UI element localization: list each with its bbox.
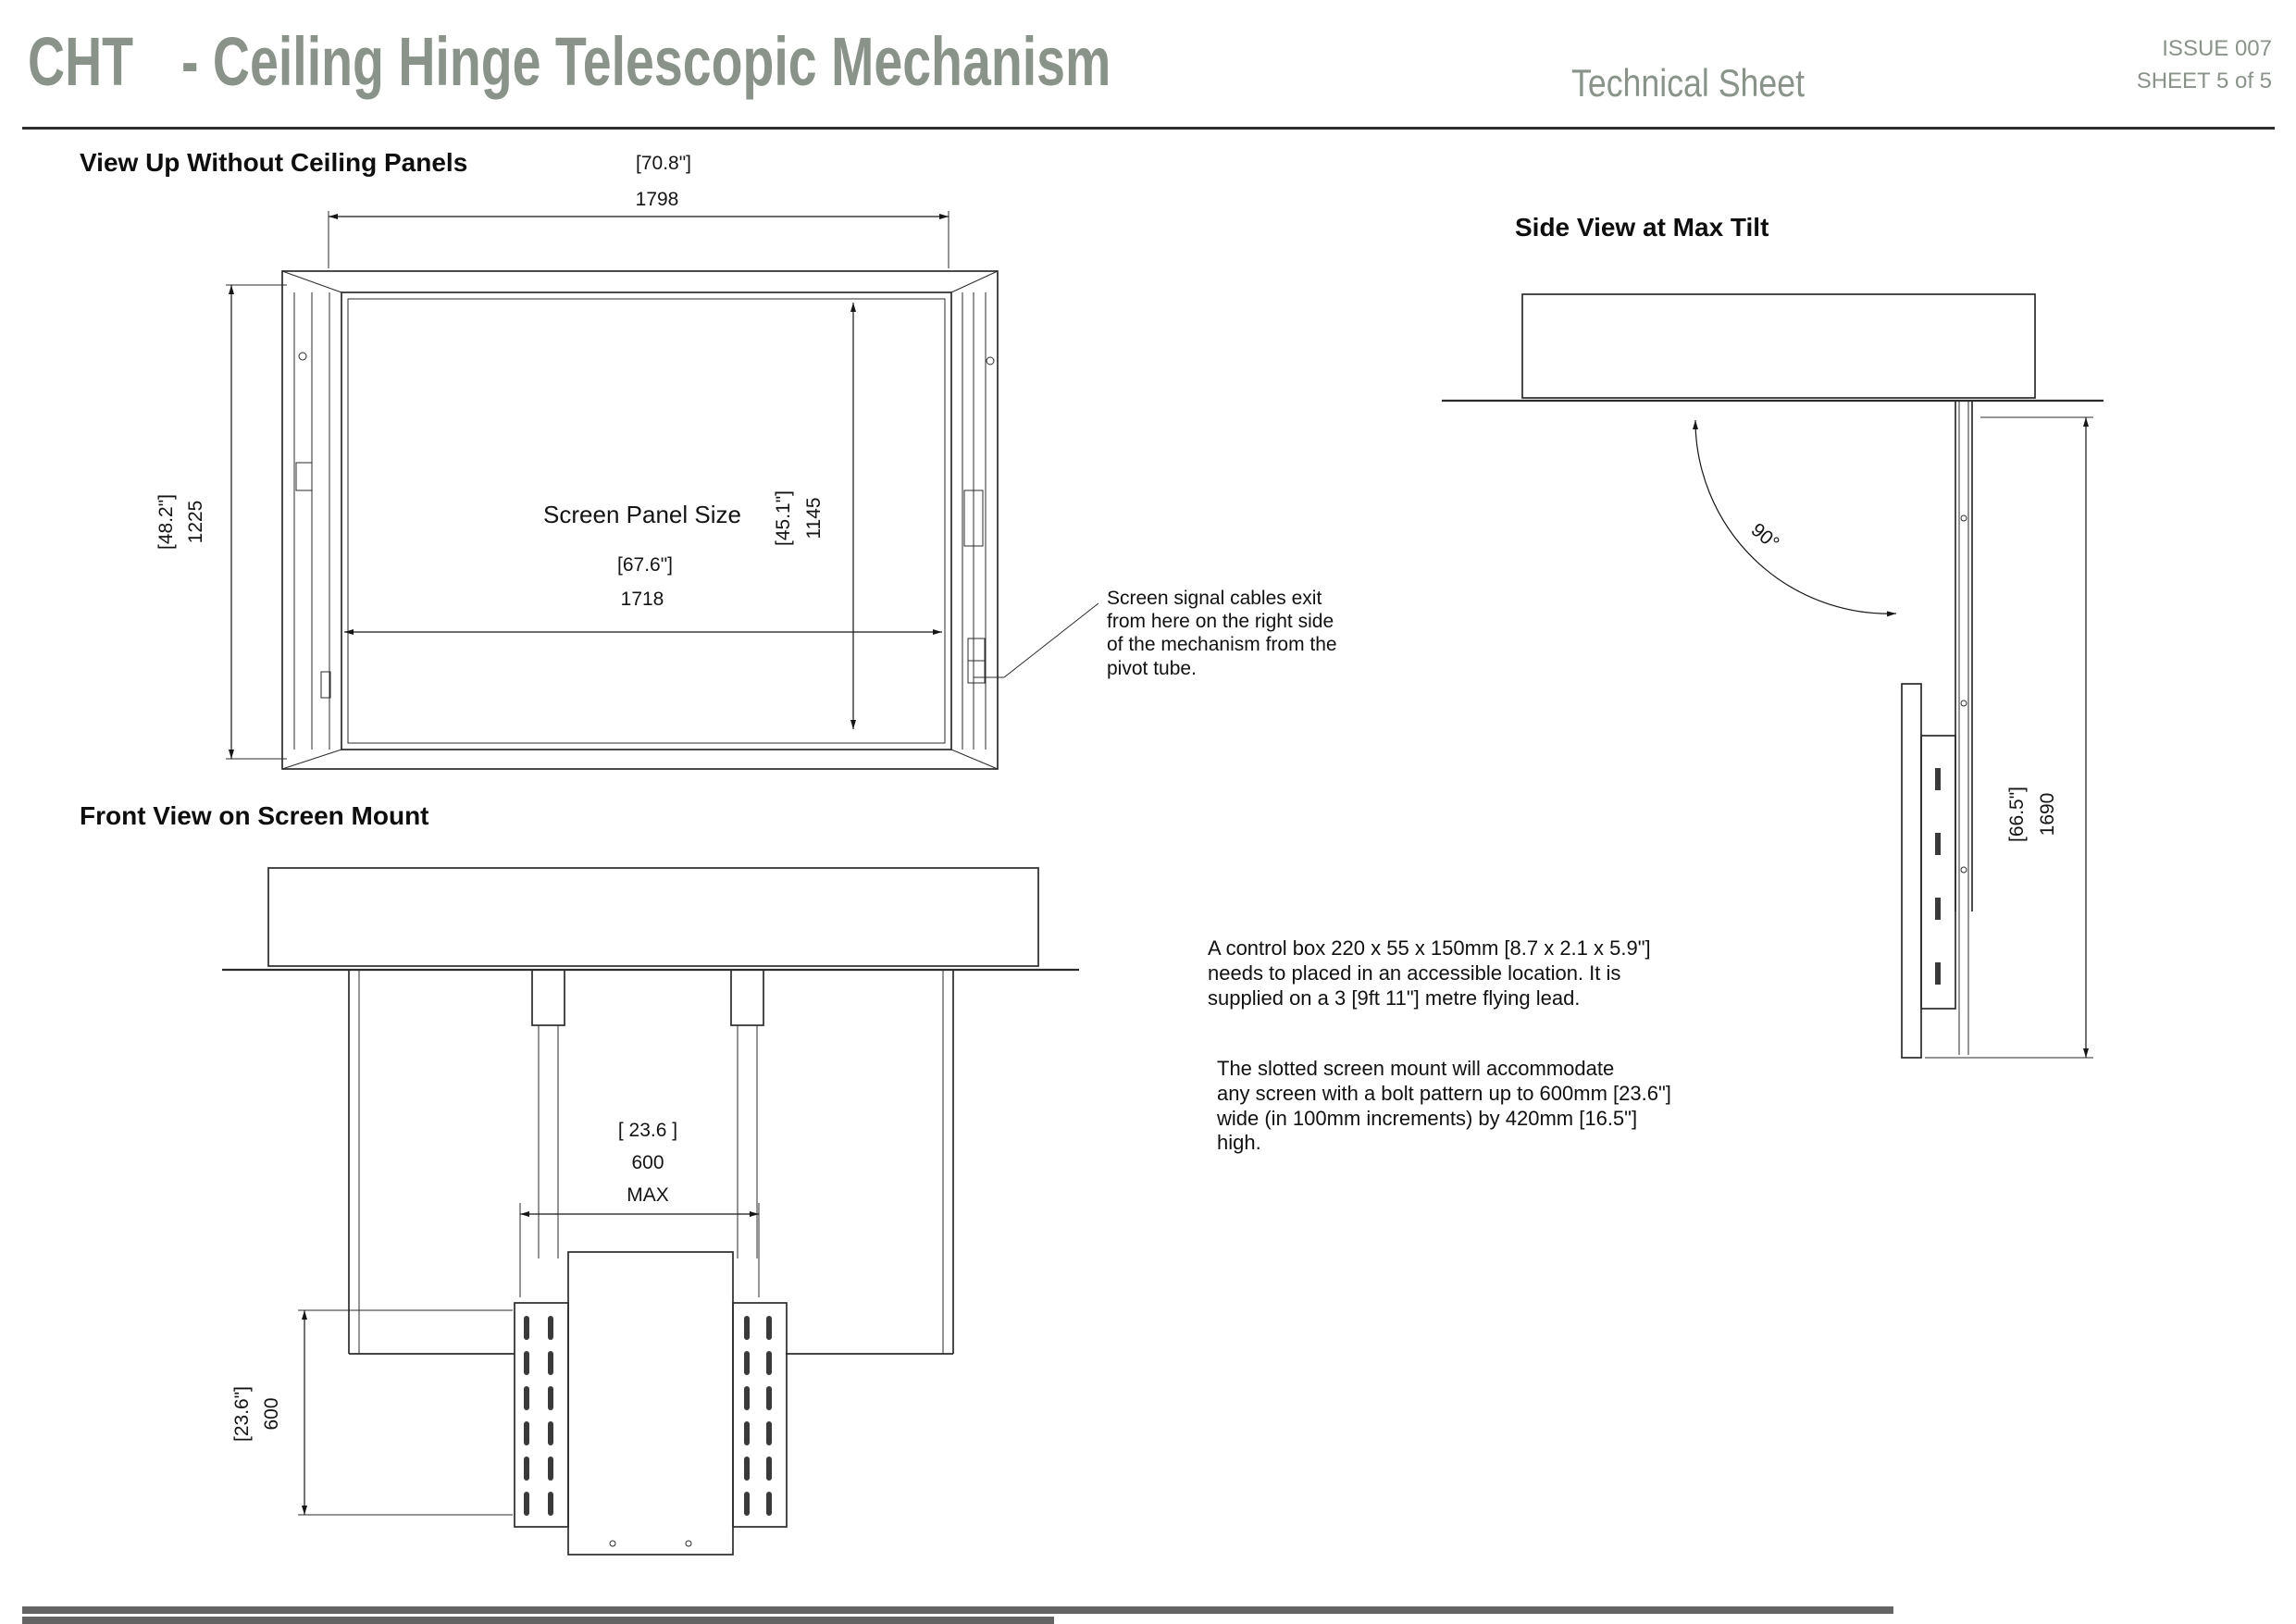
callout-line: of the mechanism from the bbox=[1107, 634, 1337, 656]
page-title: - Ceiling Hinge Telescopic Mechanism bbox=[181, 23, 1111, 100]
panel-dimensions: Screen Panel Size [67.6"] 1718 [45.1"] 1… bbox=[344, 303, 942, 729]
control-box-note: A control box 220 x 55 x 150mm [8.7 x 2.… bbox=[1208, 936, 1651, 1010]
screen-opening bbox=[341, 291, 952, 750]
note-line: A control box 220 x 55 x 150mm [8.7 x 2.… bbox=[1208, 936, 1651, 960]
bolt-height-dimension: [23.6"] 600 bbox=[231, 1309, 513, 1516]
overall-width-dimension: [70.8"] 1798 bbox=[328, 153, 949, 268]
slotted-strips bbox=[514, 1302, 788, 1528]
note-line: supplied on a 3 [9ft 11"] metre flying l… bbox=[1208, 986, 1581, 1010]
panel-size-label: Screen Panel Size bbox=[543, 501, 741, 528]
tilt-angle-label: 90° bbox=[1747, 519, 1783, 554]
doc-type-label: Technical Sheet bbox=[1571, 61, 1806, 105]
bolt-width-max-label: MAX bbox=[627, 1184, 669, 1206]
dim-bolt-width-mm: 600 bbox=[631, 1152, 664, 1173]
drop-height-dimension: [66.5"] 1690 bbox=[1925, 416, 2093, 1059]
callout-line: pivot tube. bbox=[1107, 657, 1197, 679]
note-line: The slotted screen mount will accommodat… bbox=[1217, 1057, 1615, 1080]
bolt-width-dimension: [ 23.6 ] 600 MAX bbox=[519, 1120, 760, 1297]
dim-overall-height-inches: [48.2"] bbox=[155, 494, 177, 550]
front-view-drawing: [ 23.6 ] 600 MAX [23.6"] 600 bbox=[222, 867, 1079, 1556]
dim-bolt-height-inches: [23.6"] bbox=[231, 1386, 253, 1442]
dim-overall-width-mm: 1798 bbox=[636, 189, 679, 210]
left-rail bbox=[293, 292, 331, 750]
screen-mount-plate bbox=[567, 1251, 734, 1556]
overall-height-dimension: [48.2"] 1225 bbox=[155, 284, 287, 760]
dim-bolt-height-mm: 600 bbox=[261, 1397, 282, 1430]
outer-columns bbox=[348, 970, 954, 1355]
note-line: wide (in 100mm increments) by 420mm [16.… bbox=[1217, 1106, 1638, 1130]
view-up-heading: View Up Without Ceiling Panels bbox=[80, 148, 468, 177]
ceiling-box-side bbox=[1521, 293, 2036, 399]
dim-overall-width-inches: [70.8"] bbox=[636, 153, 691, 174]
note-line: any screen with a bolt pattern up to 600… bbox=[1217, 1081, 1671, 1105]
callout-line: Screen signal cables exit bbox=[1107, 588, 1322, 609]
sheet-label: SHEET 5 of 5 bbox=[2136, 68, 2272, 93]
dim-drop-height-mm: 1690 bbox=[2037, 793, 2058, 837]
dim-panel-height-mm: 1145 bbox=[803, 497, 825, 539]
side-view-heading: Side View at Max Tilt bbox=[1515, 213, 1769, 242]
note-line: needs to placed in an accessible locatio… bbox=[1208, 961, 1621, 985]
issue-sheet-block: ISSUE 007 SHEET 5 of 5 bbox=[2137, 33, 2272, 98]
dim-bolt-width-inches: [ 23.6 ] bbox=[618, 1120, 677, 1141]
screen-side bbox=[1901, 683, 1922, 1059]
frame-outer bbox=[281, 270, 999, 770]
tilt-angle-dimension: 90° bbox=[1693, 419, 1897, 617]
dim-drop-height-inches: [66.5"] bbox=[2006, 787, 2028, 842]
screen-opening-inner-line bbox=[347, 298, 946, 744]
side-view-drawing: 90° [66.5"] 1690 bbox=[1442, 293, 2104, 1059]
issue-label: ISSUE 007 bbox=[2162, 36, 2272, 61]
ceiling-box-front bbox=[267, 867, 1039, 967]
dim-panel-width-mm: 1718 bbox=[621, 589, 664, 610]
front-view-heading: Front View on Screen Mount bbox=[80, 801, 429, 830]
right-rail bbox=[962, 292, 995, 750]
note-line: high. bbox=[1217, 1131, 1261, 1155]
telescopic-tubes-front bbox=[531, 969, 764, 1258]
slotted-mount-note: The slotted screen mount will accommodat… bbox=[1217, 1057, 1671, 1156]
callout-line: from here on the right side bbox=[1107, 611, 1334, 633]
view-up-drawing: [70.8"] 1798 [48.2"] 1225 Screen Panel S… bbox=[155, 153, 1099, 770]
telescopic-tube-side bbox=[1955, 401, 1973, 1055]
product-code: CHT bbox=[28, 23, 134, 100]
callout-leader-line bbox=[974, 602, 1099, 678]
dim-panel-width-inches: [67.6"] bbox=[617, 554, 673, 576]
footer-bar-bottom bbox=[22, 1617, 1054, 1624]
header-rule bbox=[22, 127, 2275, 130]
footer-bar-top bbox=[22, 1606, 1893, 1614]
cable-exit-callout: Screen signal cables exit from here on t… bbox=[1107, 587, 1337, 680]
dim-panel-height-inches: [45.1"] bbox=[773, 490, 794, 546]
dim-overall-height-mm: 1225 bbox=[185, 501, 206, 544]
